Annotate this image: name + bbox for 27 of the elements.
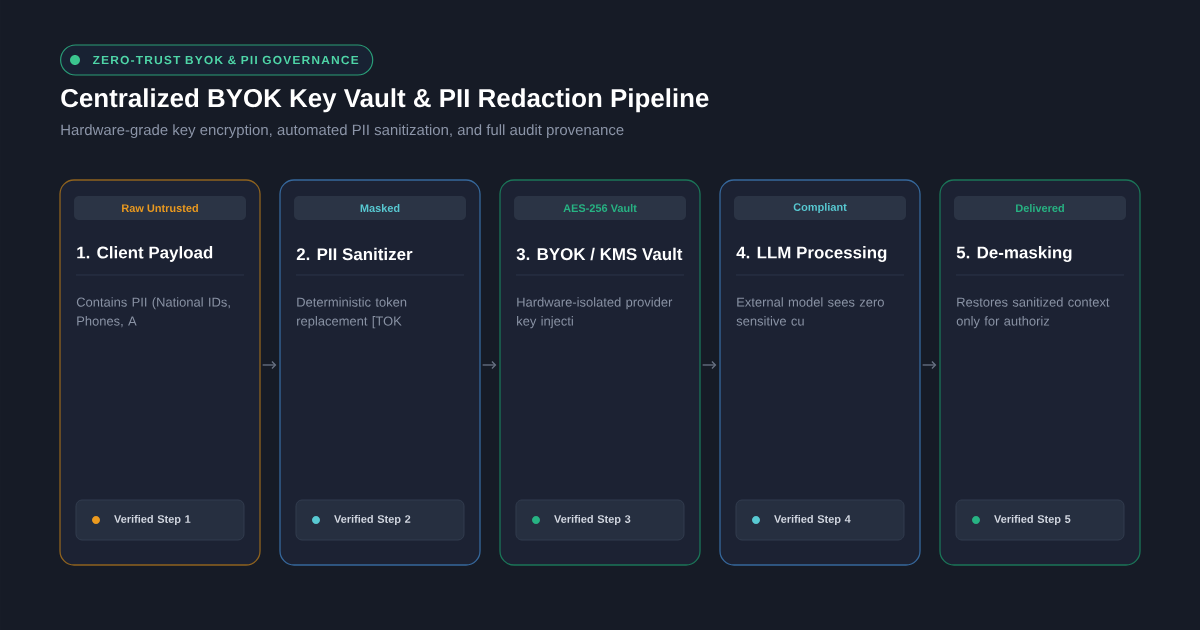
step-heading: 4. LLM Processing xyxy=(736,246,887,262)
status-pill: Masked xyxy=(294,196,466,220)
step-description: Contains PII (National IDs, Phones, A xyxy=(76,297,230,328)
step-heading: 3. BYOK / KMS Vault xyxy=(516,247,683,261)
status-pill: AES-256 Vault xyxy=(514,196,686,220)
verification-chip: Verified Step 2 xyxy=(295,499,465,541)
status-pill: Delivered xyxy=(954,196,1126,220)
verification-chip: Verified Step 1 xyxy=(75,499,245,541)
subtitle: Hardware-grade key encryption, automated PII sanitization, and full audit provenance xyxy=(61,124,624,139)
verification-chip: Verified Step 4 xyxy=(735,499,905,541)
arrow xyxy=(262,360,277,370)
arrow xyxy=(482,360,497,370)
step-description: Hardware-isolated provider key injecti xyxy=(517,297,673,329)
step-description: Deterministic token replacement [TOK xyxy=(297,297,407,329)
status-pill: Compliant xyxy=(734,196,906,220)
verification-chip: Verified Step 3 xyxy=(515,499,685,541)
step-description: External model sees zero sensitive cu xyxy=(736,297,884,326)
arrow xyxy=(702,360,717,370)
arrow xyxy=(922,360,937,370)
status-pill: Raw Untrusted xyxy=(74,196,246,220)
verification-chip: Verified Step 5 xyxy=(955,499,1125,541)
step-heading: 1. Client Payload xyxy=(77,246,213,262)
title: Centralized BYOK Key Vault & PII Redaction Pipeline xyxy=(61,88,709,113)
step-description: Restores sanitized context only for authoriz xyxy=(956,297,1110,329)
step-heading: 2. PII Sanitizer xyxy=(296,247,413,261)
step-heading: 5. De-masking xyxy=(956,246,1072,262)
tag-pill: ZERO-TRUST BYOK & PII GOVERNANCE xyxy=(60,44,374,76)
